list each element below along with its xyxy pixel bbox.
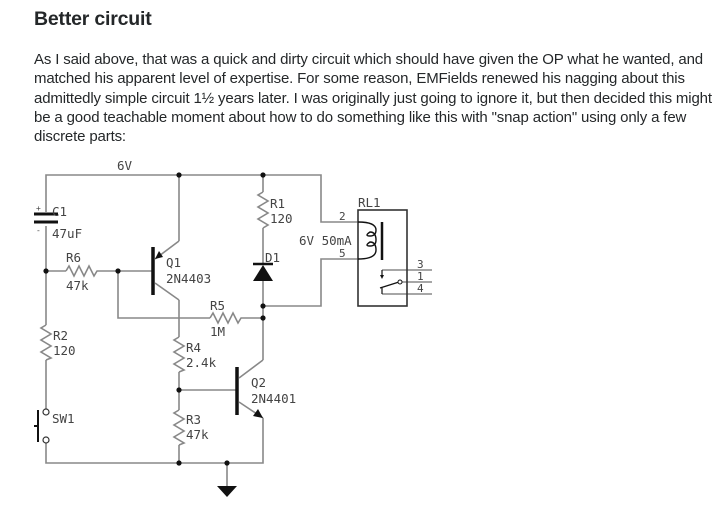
capacitor-c1: + - C1 47uF: [34, 204, 82, 241]
diode-d1: D1: [253, 250, 280, 281]
svg-text:1: 1: [417, 270, 424, 283]
transistor-q1: Q1 2N4403: [151, 240, 211, 301]
switch-sw1: SW1: [34, 408, 75, 444]
svg-text:R2: R2: [53, 328, 68, 343]
resistor-r4: R4 2.4k: [172, 336, 217, 373]
svg-text:R3: R3: [186, 412, 201, 427]
svg-text:R1: R1: [270, 196, 285, 211]
svg-text:R4: R4: [186, 340, 201, 355]
svg-text:120: 120: [270, 211, 293, 226]
svg-text:SW1: SW1: [52, 411, 75, 426]
svg-text:Q2: Q2: [251, 375, 266, 390]
svg-text:D1: D1: [265, 250, 280, 265]
resistor-r5: R5 1M: [209, 298, 244, 339]
svg-text:C1: C1: [52, 204, 67, 219]
wire-bottom-rail: [45, 418, 264, 464]
svg-text:3: 3: [417, 258, 424, 271]
svg-text:120: 120: [53, 343, 76, 358]
svg-text:2N4401: 2N4401: [251, 391, 296, 406]
wires: [45, 174, 432, 486]
svg-text:6V 50mA: 6V 50mA: [299, 233, 352, 248]
supply-label: 6V: [117, 158, 133, 173]
svg-text:47uF: 47uF: [52, 226, 82, 241]
svg-text:R6: R6: [66, 250, 81, 265]
svg-text:47k: 47k: [66, 278, 89, 293]
section-heading: Better circuit: [34, 8, 152, 30]
svg-text:5: 5: [339, 247, 346, 260]
svg-text:47k: 47k: [186, 427, 209, 442]
resistor-r1: R1 120: [256, 191, 293, 229]
svg-text:2: 2: [339, 210, 346, 223]
svg-text:+: +: [36, 204, 41, 213]
junctions: [43, 172, 266, 466]
resistor-r3: R3 47k: [172, 409, 209, 446]
svg-text:2N4403: 2N4403: [166, 271, 211, 286]
resistor-r6: R6 47k: [65, 250, 100, 293]
ground-icon: [217, 486, 237, 497]
resistor-r2: R2 120: [39, 324, 76, 361]
svg-text:Q1: Q1: [166, 255, 181, 270]
svg-text:2.4k: 2.4k: [186, 355, 217, 370]
relay-rl1: RL1 6V 50mA 2 5 3 1 4: [299, 195, 424, 307]
svg-text:RL1: RL1: [358, 195, 381, 210]
svg-text:R5: R5: [210, 298, 225, 313]
body-paragraph: As I said above, that was a quick and di…: [34, 51, 712, 146]
wire-top-rail: [45, 174, 358, 223]
svg-text:1M: 1M: [210, 324, 225, 339]
transistor-q2: Q2 2N4401: [235, 359, 296, 419]
svg-text:4: 4: [417, 282, 424, 295]
svg-text:-: -: [36, 226, 41, 235]
